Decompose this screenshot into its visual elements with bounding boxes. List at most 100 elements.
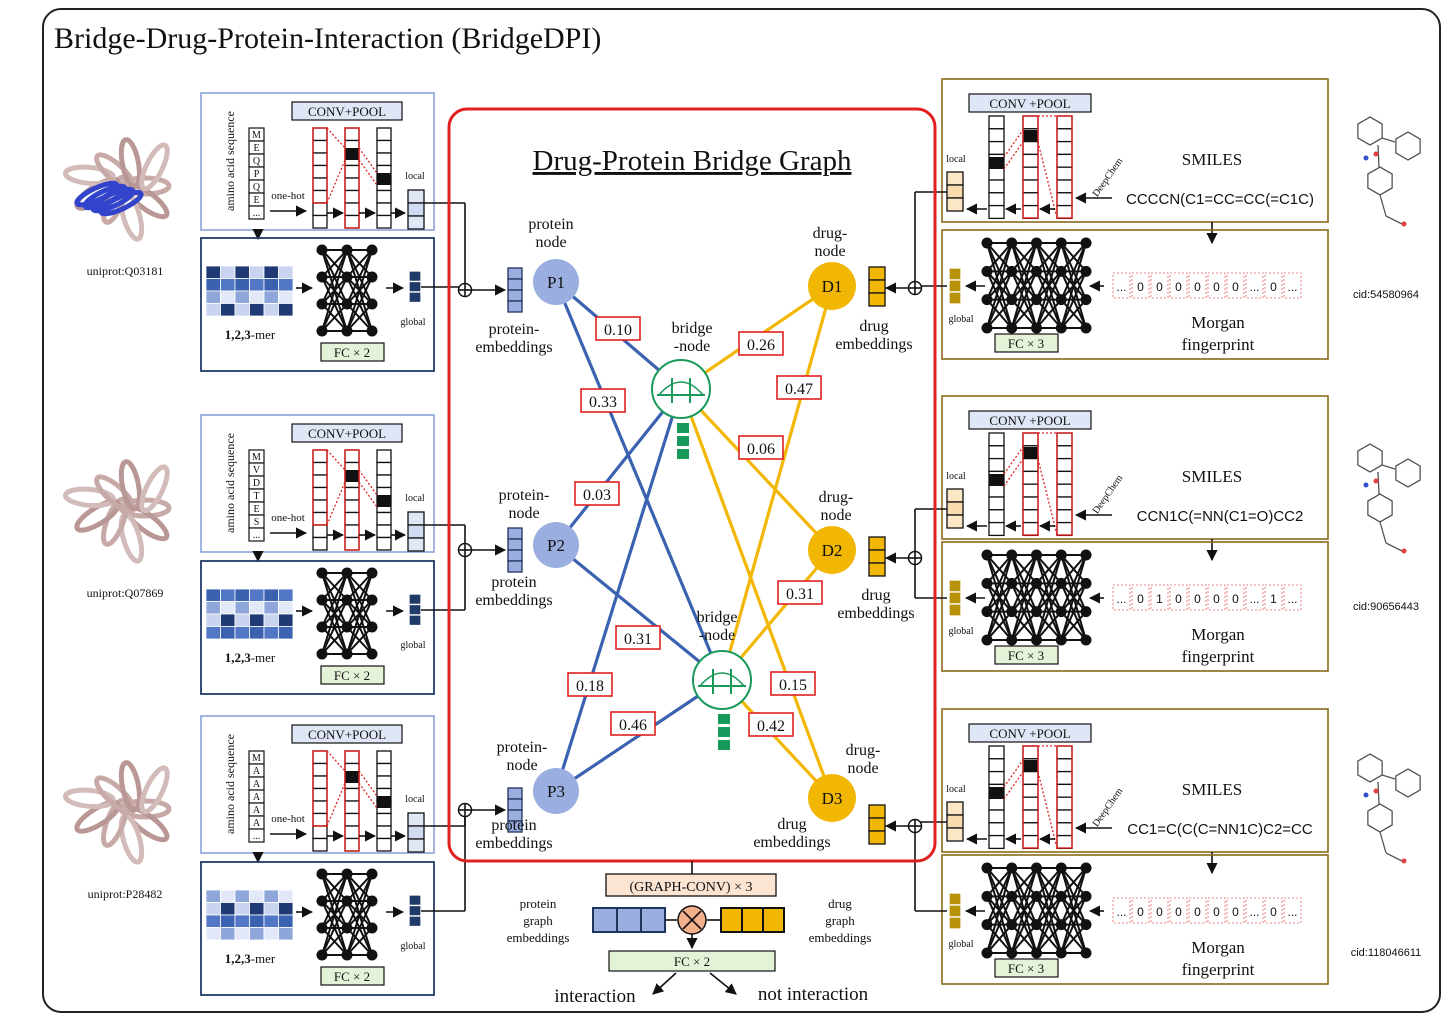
fingerprint-bit [1245,897,1264,924]
conv-window [312,127,328,204]
global-feature-box [200,560,435,695]
vector-cell [1022,509,1039,524]
vector-cell [507,787,523,800]
bond [1379,194,1387,217]
vector-cell [1022,457,1039,473]
kmer-cell [278,278,294,292]
vector-cell [376,449,392,464]
vector-cell [312,486,328,501]
vector-cell [1056,483,1073,498]
bridge-node-2 [692,650,752,750]
kmer-cell [234,613,250,627]
vector-cell [344,812,360,827]
nn-edge [986,867,1013,897]
nn-node [341,325,353,337]
kmer-matrix [205,265,294,317]
nn-edge [346,276,373,332]
vector-cell [1056,192,1073,207]
vector-cell [1022,153,1039,168]
conv-window [1022,432,1039,536]
vector-cell [1056,770,1073,786]
nn-node [366,895,378,907]
nn-node [981,294,993,306]
nn-node [1055,947,1067,959]
bridge-cable [658,381,704,396]
sequence-residue: V [253,465,261,476]
drug-embedding-vector [868,804,886,845]
kmer-cell [263,588,279,602]
vector-cell [344,486,360,501]
vector-cell [376,812,392,827]
vector-cell [1022,745,1039,760]
kmer-cell [220,914,236,928]
nn-edge [321,900,348,956]
nn-edge [346,249,373,278]
drug-graph-cell [741,907,764,933]
vector-cell [407,215,425,230]
vector-cell [988,822,1005,837]
helix-ribbon [118,137,142,190]
nn-node [1080,634,1092,646]
fingerprint-bit [1207,897,1226,924]
conv-link [326,782,346,827]
protein-bridge-edge [554,281,724,681]
vector-cell [988,770,1005,786]
vector-cell [376,511,392,526]
vector-cell [948,279,962,293]
fingerprint-bit [1169,272,1188,299]
nn-node [316,868,328,880]
kmer-cell [220,265,236,279]
vector-cell [312,787,328,802]
conv-link [1037,458,1058,536]
conv-pool-box [968,93,1092,113]
nn-node [1031,549,1042,561]
protein-node-label: P3 [547,782,565,801]
onehot-matrix [312,127,328,229]
vector-cell [1056,745,1073,760]
nn-node [981,634,993,646]
fingerprint-value: 1 [1270,592,1277,606]
drug-embedding-vector [868,536,886,577]
kmer-cell [205,588,221,602]
vector-cell [376,474,392,489]
nn-edge [986,867,1013,926]
vector-cell [344,511,360,526]
sequence-cell [248,205,265,220]
vector-cell [1022,140,1039,156]
nn-node [366,868,378,880]
nn-edge [1060,582,1087,641]
drug-node-label: D1 [822,277,843,296]
drug-bridge-edge [679,387,834,552]
kmer-cell [278,303,294,317]
not-interaction-label: not interaction [758,984,869,1005]
vector-cell [344,449,360,464]
drug-node-title: drug-node [819,489,854,524]
nn-edge [1035,895,1063,954]
kmer-cell [234,601,250,615]
nn-node [366,594,378,606]
nn-edge [1010,242,1038,272]
fingerprint-bit [1112,272,1131,299]
global-feature-box [200,861,435,996]
global-embedding [408,593,422,627]
nn-node [341,244,353,256]
conv-feature-map [344,750,360,852]
onehot-window [1056,115,1073,219]
nn-edge [986,924,1013,954]
bridge-node-circle [651,359,711,419]
fingerprint-bit [1188,584,1207,611]
fingerprint-value: ... [1287,905,1297,919]
bond [1385,852,1403,862]
fingerprint-value: ... [1116,592,1126,606]
nn-node [1080,237,1092,249]
vector-cell [1056,509,1073,524]
vector-cell [376,152,392,167]
kmer-cell [249,303,265,317]
local-label: local [946,154,966,165]
